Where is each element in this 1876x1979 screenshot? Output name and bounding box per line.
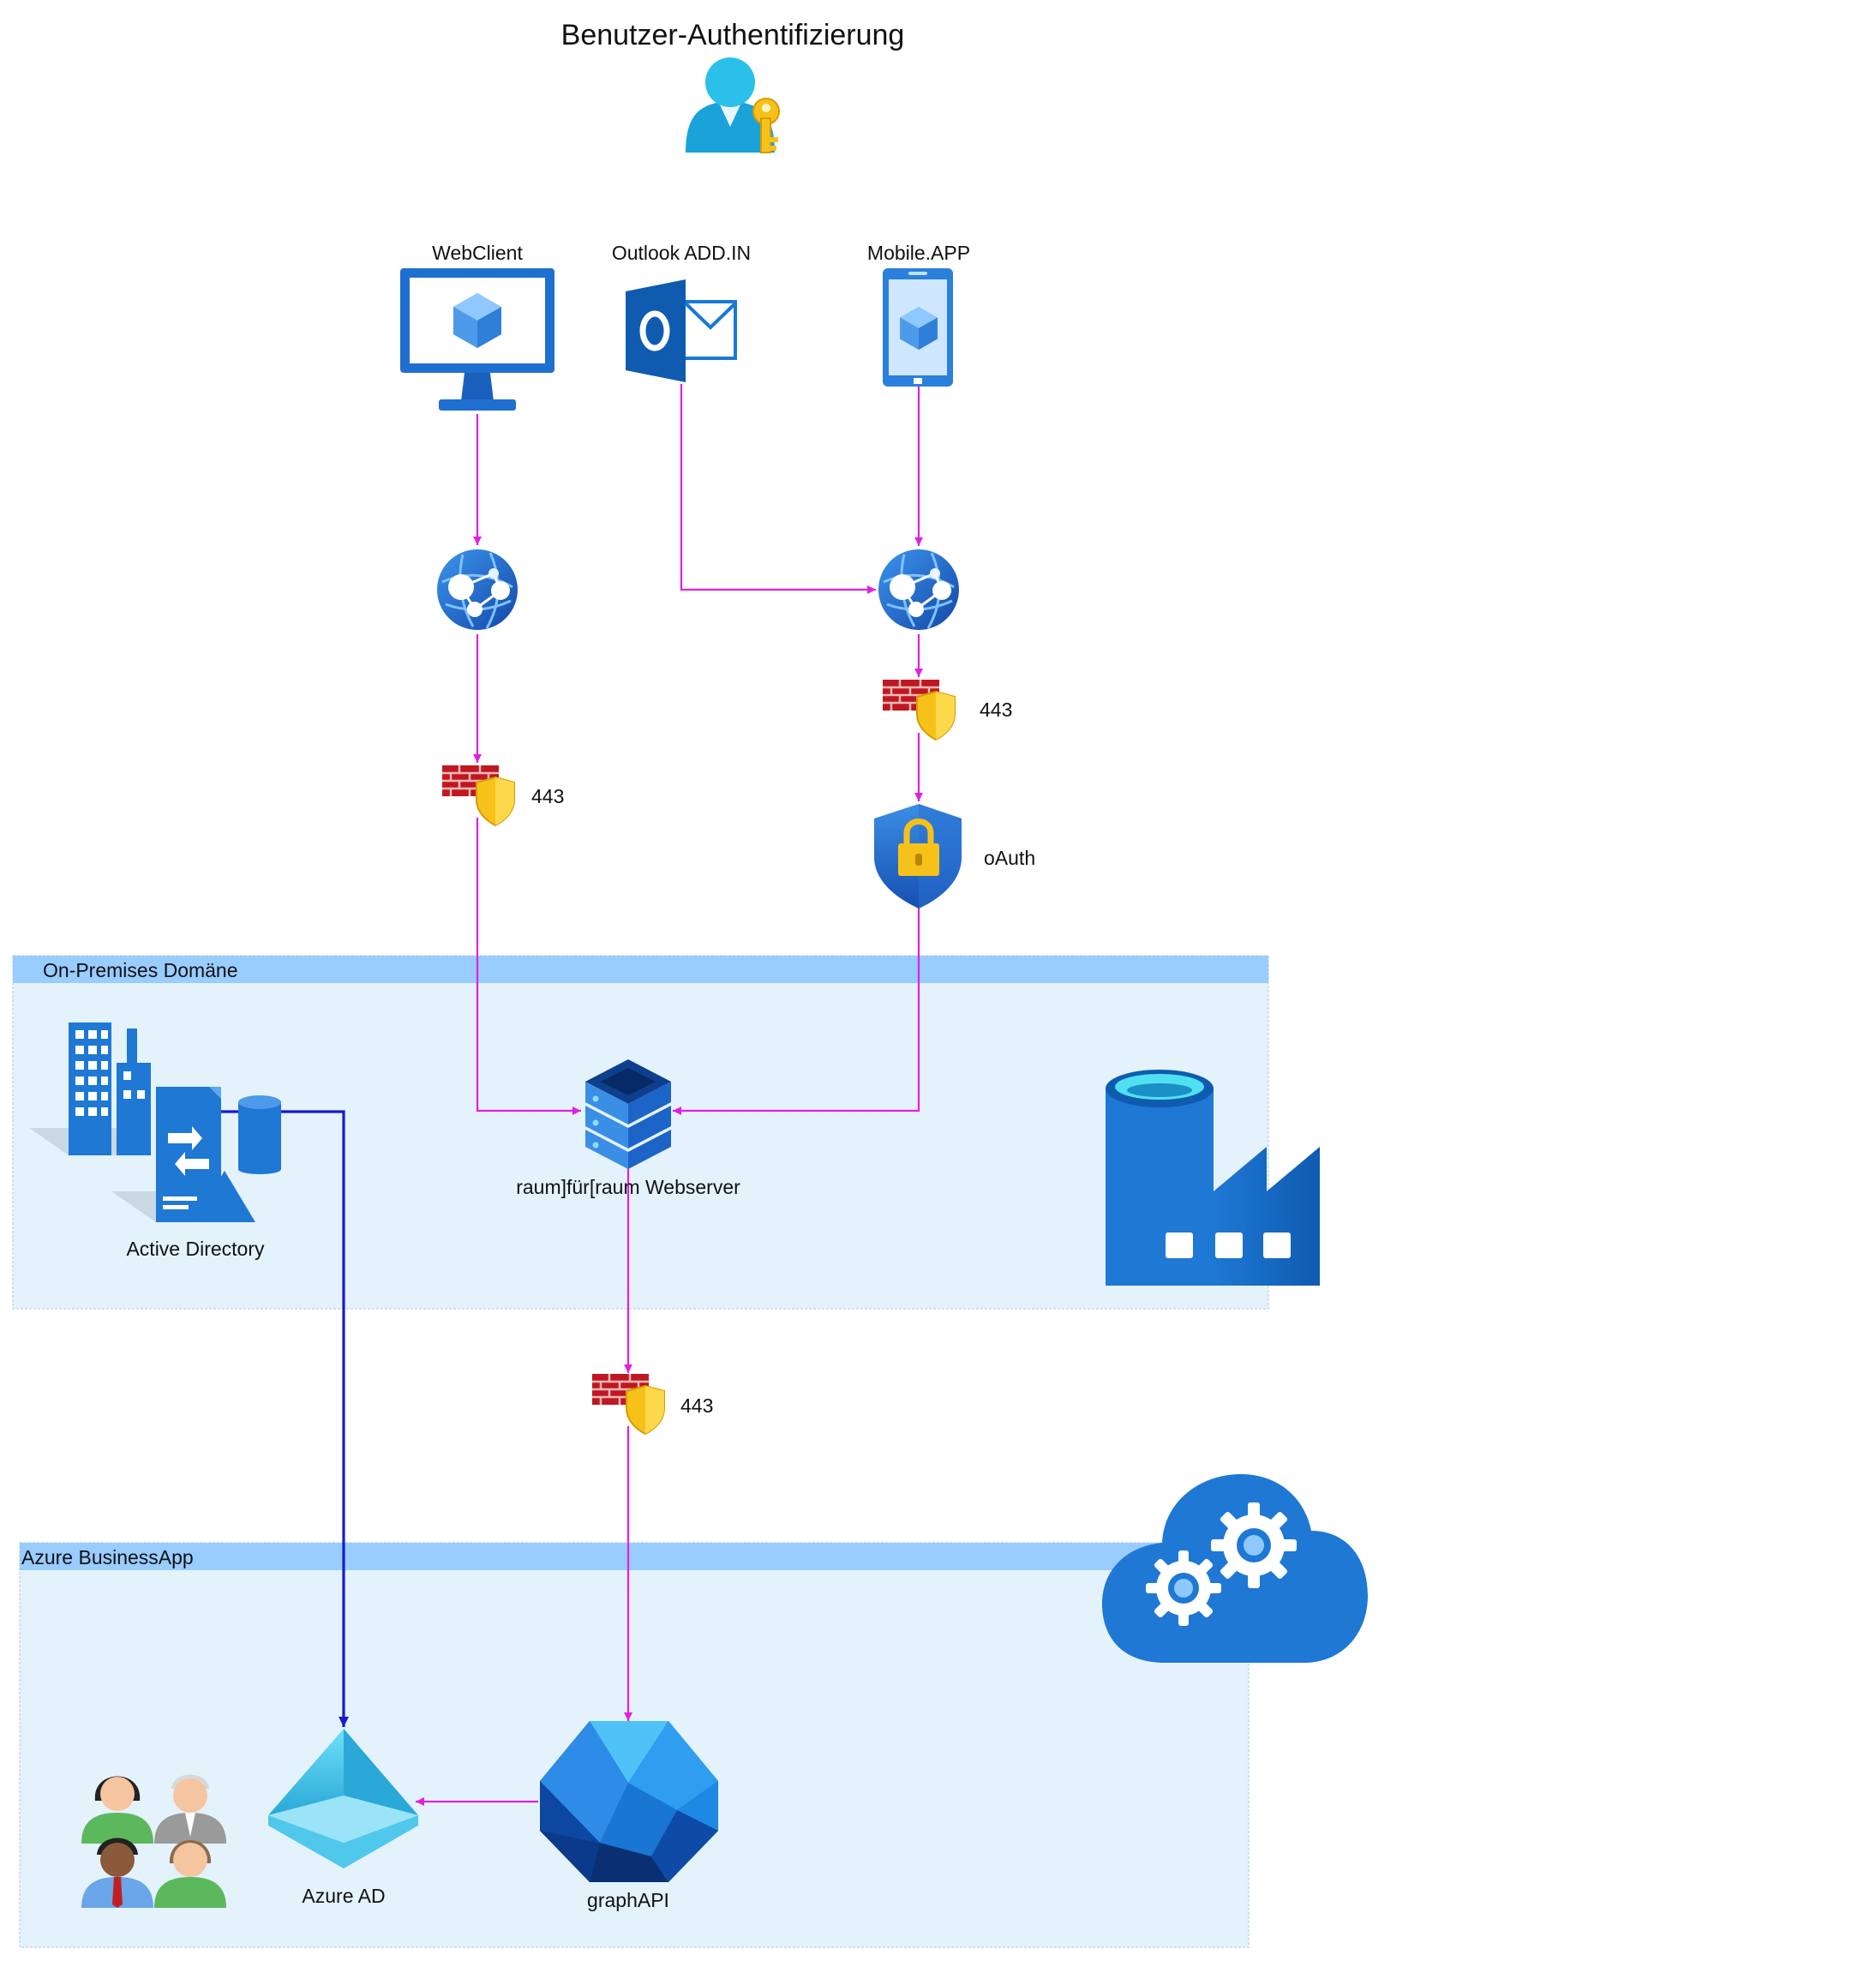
- outlook-icon: [626, 279, 737, 382]
- active-directory-icon: [29, 1022, 281, 1222]
- firewall-shield-icon: [881, 678, 956, 741]
- webclient-label: WebClient: [432, 242, 523, 264]
- active-directory-label: Active Directory: [126, 1238, 265, 1260]
- user-key-icon: [686, 57, 780, 153]
- mobile-cube-icon: [883, 268, 953, 387]
- port-label-middle: 443: [680, 1394, 713, 1417]
- outlook-to-webapp-connector: [680, 384, 876, 594]
- graph-api-icon: [540, 1721, 718, 1882]
- web-app-globe-icon: [877, 548, 961, 632]
- web-app-globe-icon: [435, 548, 519, 632]
- port-label-left: 443: [531, 785, 564, 807]
- oauth-to-webserver-connector: [673, 907, 920, 1115]
- flow-connectors: [416, 384, 923, 1806]
- page-title: Benutzer-Authentifizierung: [561, 19, 905, 51]
- user-group-icon: [81, 1774, 226, 1908]
- graphapi-label: graphAPI: [587, 1889, 669, 1911]
- onprem-zone-label: On-Premises Domäne: [43, 959, 238, 981]
- webserver-label: raum]für[raum Webserver: [516, 1176, 740, 1198]
- server-stack-icon: [585, 1059, 671, 1169]
- outlook-label: Outlook ADD.IN: [612, 242, 751, 264]
- firewall-shield-icon: [590, 1372, 666, 1436]
- mobile-label: Mobile.APP: [867, 242, 970, 264]
- port-label-right: 443: [980, 699, 1012, 721]
- azure-ad-label: Azure AD: [302, 1885, 385, 1907]
- firewall-left-to-webserver-connector: [476, 818, 581, 1115]
- data-factory-icon: [1106, 1070, 1320, 1286]
- azure-zone-label: Azure BusinessApp: [21, 1546, 194, 1568]
- azure-ad-pyramid-icon: [268, 1729, 418, 1868]
- lock-shield-icon: [874, 804, 962, 909]
- oauth-label: oAuth: [984, 847, 1035, 869]
- cloud-gears-icon: [1102, 1474, 1368, 1663]
- monitor-cube-icon: [400, 268, 554, 411]
- firewall-shield-icon: [441, 764, 516, 827]
